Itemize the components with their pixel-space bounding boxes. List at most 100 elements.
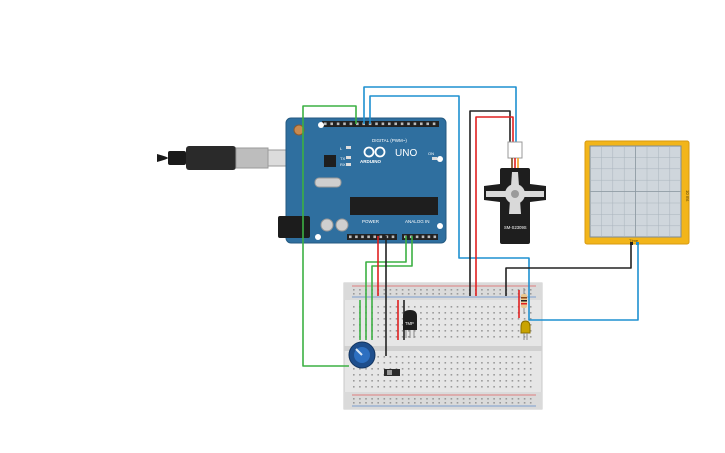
breadboard-hole [450, 356, 453, 358]
breadboard-hole [456, 380, 459, 382]
breadboard-hole [383, 398, 386, 400]
breadboard-hole [462, 330, 465, 332]
breadboard-hole [499, 362, 501, 364]
breadboard-hole [365, 374, 367, 376]
breadboard-hole [529, 356, 532, 358]
breadboard-hole [444, 318, 447, 320]
servo-horn[interactable] [486, 172, 544, 214]
breadboard-hole [499, 293, 501, 295]
breadboard-hole [529, 289, 532, 291]
breadboard-hole [377, 380, 379, 382]
oscilloscope-probe-pos[interactable] [636, 242, 639, 245]
breadboard-hole [420, 289, 422, 291]
breadboard-hole [523, 386, 526, 388]
potentiometer[interactable] [348, 341, 376, 369]
breadboard-hole [493, 368, 495, 370]
breadboard-hole [359, 398, 361, 400]
breadboard-hole [456, 324, 459, 326]
servo-motor[interactable]: SM-S2309S [484, 141, 546, 244]
breadboard-hole [505, 336, 508, 338]
breadboard-hole [475, 380, 477, 382]
breadboard-hole [377, 368, 379, 370]
breadboard-hole [475, 318, 477, 320]
on-led [432, 157, 437, 160]
top-power-rail [344, 283, 542, 300]
breadboard-hole [438, 380, 440, 382]
power-label: POWER [362, 219, 380, 224]
breadboard-hole [389, 386, 392, 388]
breadboard-hole [438, 386, 440, 388]
breadboard-hole [438, 312, 440, 314]
breadboard-hole [426, 312, 428, 314]
breadboard-hole [444, 402, 447, 404]
oscilloscope[interactable]: 10 ms TIme [584, 140, 690, 245]
breadboard-hole [493, 402, 495, 404]
breadboard-hole [420, 380, 422, 382]
breadboard-hole [517, 324, 520, 326]
breadboard-hole [407, 368, 410, 370]
breadboard[interactable] [343, 282, 543, 410]
breadboard-hole [377, 386, 379, 388]
breadboard-hole [487, 356, 489, 358]
breadboard-hole [420, 368, 422, 370]
breadboard-hole [462, 324, 465, 326]
breadboard-hole [426, 380, 428, 382]
breadboard-hole [517, 398, 520, 400]
breadboard-hole [353, 289, 355, 291]
analog-label: ANALOG IN [405, 219, 430, 224]
arduino-uno-board[interactable]: DIGITAL (PWM~) UNO ARDUINO L TX RX ON PO… [278, 117, 447, 244]
breadboard-hole [487, 398, 489, 400]
breadboard-hole [359, 374, 361, 376]
breadboard-hole [529, 362, 532, 364]
breadboard-hole [432, 402, 434, 404]
breadboard-hole [426, 330, 428, 332]
breadboard-hole [529, 386, 532, 388]
breadboard-hole [420, 306, 422, 308]
breadboard-hole [505, 386, 508, 388]
breadboard-hole [468, 374, 471, 376]
breadboard-hole [353, 306, 355, 308]
breadboard-hole [383, 293, 386, 295]
header-pin [355, 235, 358, 239]
resistor[interactable] [521, 288, 527, 314]
breadboard-hole [462, 293, 465, 295]
breadboard-hole [511, 402, 514, 404]
breadboard-hole [353, 402, 355, 404]
breadboard-hole [468, 336, 471, 338]
slide-switch[interactable] [384, 369, 400, 376]
breadboard-hole [432, 318, 434, 320]
breadboard-hole [377, 402, 379, 404]
breadboard-hole [389, 312, 392, 314]
breadboard-hole [456, 312, 459, 314]
header-pin [373, 235, 376, 239]
breadboard-hole [529, 374, 532, 376]
breadboard-hole [444, 336, 447, 338]
breadboard-hole [414, 306, 416, 308]
breadboard-hole [432, 306, 434, 308]
breadboard-hole [395, 368, 398, 370]
breadboard-hole [401, 336, 404, 338]
breadboard-hole [401, 398, 404, 400]
breadboard-hole [438, 362, 440, 364]
breadboard-hole [450, 402, 453, 404]
breadboard-hole [468, 402, 471, 404]
breadboard-hole [493, 362, 495, 364]
breadboard-hole [401, 293, 404, 295]
oscilloscope-probe-neg[interactable] [630, 242, 633, 245]
breadboard-hole [517, 336, 520, 338]
reset-button[interactable] [293, 124, 305, 136]
breadboard-hole [450, 306, 453, 308]
breadboard-hole [475, 368, 477, 370]
led[interactable] [520, 320, 531, 340]
temperature-sensor[interactable]: TMP [403, 310, 417, 338]
breadboard-hole [389, 324, 392, 326]
breadboard-hole [505, 398, 508, 400]
breadboard-hole [529, 402, 532, 404]
breadboard-hole [523, 374, 526, 376]
breadboard-hole [499, 289, 501, 291]
usb-cable[interactable] [157, 146, 289, 170]
breadboard-hole [426, 289, 428, 291]
center-channel [344, 346, 542, 351]
breadboard-hole [407, 380, 410, 382]
